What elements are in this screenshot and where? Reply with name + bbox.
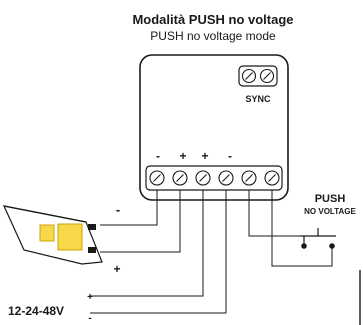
push-label-line-1: PUSH (315, 193, 346, 205)
polarity-label-1: - (156, 149, 160, 163)
wire-psu-minus (90, 190, 227, 314)
title-line-2: PUSH no voltage mode (150, 29, 276, 43)
screw-icon (241, 68, 257, 84)
polarity-label-4: - (228, 149, 232, 163)
polarity-label-2: + (179, 149, 186, 163)
led-minus-label: - (116, 202, 120, 217)
led-chip (39, 224, 55, 242)
push-contact-left (301, 243, 307, 249)
led-plus-label: + (113, 262, 120, 276)
psu-plus-label: + (87, 292, 93, 303)
sync-terminal-block: SYNC (238, 65, 278, 104)
wire-push-1 (248, 190, 304, 237)
psu-minus-label: - (88, 313, 91, 324)
led-strip-pad-minus (88, 224, 96, 230)
wire-led-plus (100, 190, 181, 253)
led-strip-pad-plus (88, 247, 96, 253)
led-strip (2, 205, 103, 265)
screw-icon (218, 170, 234, 186)
screw-icon (264, 170, 280, 186)
main-terminal-block (145, 165, 283, 191)
module-body (139, 54, 289, 201)
push-contact-right (329, 243, 335, 249)
screw-icon (172, 170, 188, 186)
voltage-label: 12-24-48V (8, 304, 64, 318)
led-chip (57, 223, 83, 251)
title-line-1: Modalità PUSH no voltage (132, 12, 293, 27)
screw-icon (195, 170, 211, 186)
controller-module: SYNC - + + - (139, 54, 289, 201)
push-label-line-2: NO VOLTAGE (304, 207, 356, 216)
sync-label: SYNC (245, 94, 271, 104)
wire-led-minus (100, 190, 158, 226)
polarity-label-3: + (201, 149, 208, 163)
screw-icon (241, 170, 257, 186)
screw-icon (259, 68, 275, 84)
screw-icon (149, 170, 165, 186)
push-button-symbol (300, 228, 336, 249)
wire-psu-plus (90, 190, 204, 297)
wires (90, 190, 333, 314)
wire-push-2 (271, 190, 333, 267)
